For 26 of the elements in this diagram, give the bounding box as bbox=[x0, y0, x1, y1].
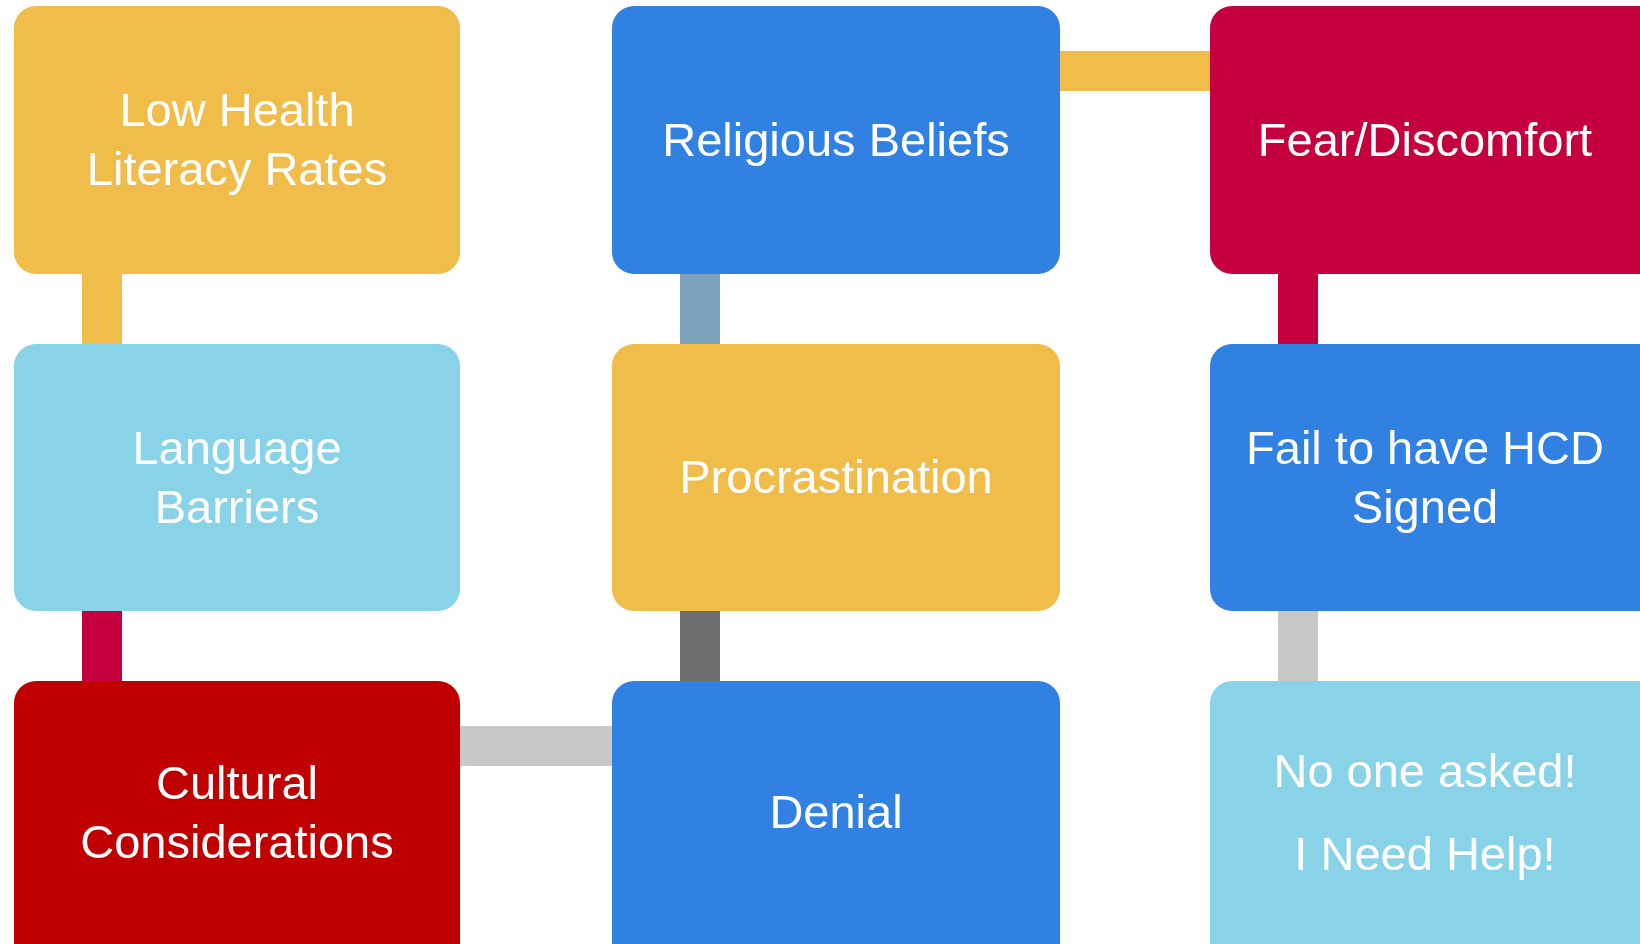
box-label: Religious Beliefs bbox=[662, 111, 1010, 168]
connector-bar bbox=[1278, 611, 1318, 681]
process-box bbox=[14, 681, 460, 944]
box-label: Language Barriers bbox=[131, 419, 343, 535]
process-box bbox=[1210, 6, 1640, 274]
connector-bar bbox=[1060, 51, 1210, 91]
connector-bar bbox=[680, 611, 720, 681]
process-box bbox=[612, 344, 1060, 611]
process-box bbox=[14, 6, 460, 274]
connector-bar bbox=[82, 274, 122, 344]
connector-bar bbox=[680, 274, 720, 344]
box-label: Cultural Considerations bbox=[79, 754, 395, 870]
box-label: Fail to have HCD Signed bbox=[1245, 419, 1605, 535]
process-box bbox=[612, 6, 1060, 274]
box-label: Fear/Discomfort bbox=[1257, 111, 1593, 168]
process-box bbox=[1210, 681, 1640, 944]
box-label: Denial bbox=[769, 784, 903, 841]
process-box bbox=[14, 344, 460, 611]
connector-bar bbox=[82, 611, 122, 681]
box-label: I Need Help! bbox=[1294, 825, 1556, 882]
box-label: No one asked! bbox=[1273, 742, 1577, 799]
process-box bbox=[612, 681, 1060, 944]
box-label: Low Health Literacy Rates bbox=[85, 82, 389, 197]
box-label: Procrastination bbox=[679, 449, 993, 506]
process-box bbox=[1210, 344, 1640, 611]
connector-bar bbox=[460, 726, 612, 766]
